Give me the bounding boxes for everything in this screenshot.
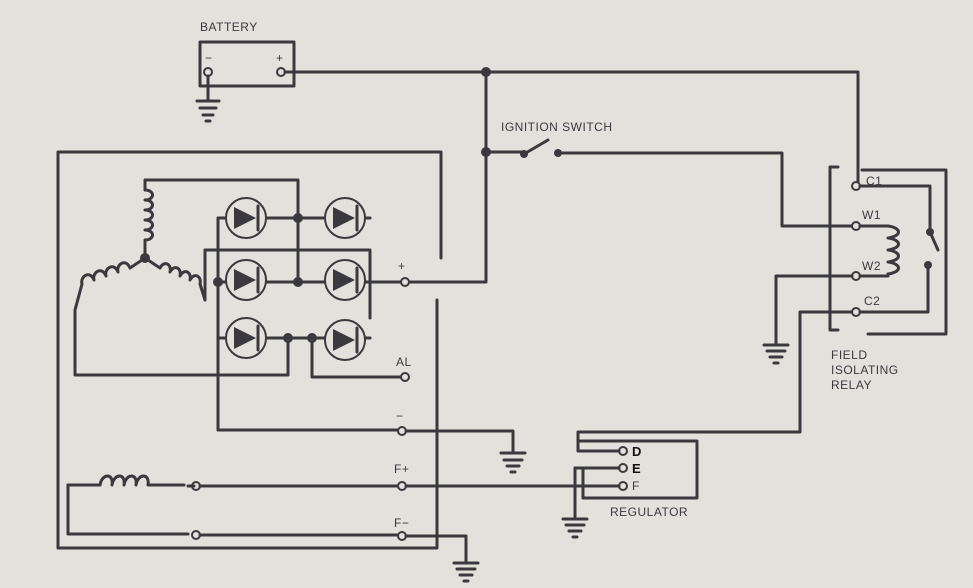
f-plus-label: F+ [394, 462, 409, 476]
relay-c2-label: C2 [864, 294, 880, 308]
diode-2 [324, 197, 366, 239]
alternator-output-wire [407, 150, 488, 284]
battery-label: BATTERY [200, 20, 258, 34]
ground-icon [499, 451, 527, 474]
regulator-f-label: F [632, 479, 640, 493]
diode-3 [225, 259, 267, 301]
regulator-d-label: D [632, 444, 641, 459]
ignition-switch-label: IGNITION SWITCH [501, 120, 613, 134]
regulator-e-label: E [632, 461, 641, 476]
relay-w2-label: W2 [862, 259, 881, 273]
negative-ground-wire [404, 429, 515, 454]
diode-5 [225, 317, 267, 359]
battery-minus-label: − [205, 51, 213, 65]
relay-w1-label: W1 [862, 208, 881, 222]
ignition-switch [481, 138, 854, 228]
ground-icon [452, 561, 480, 583]
relay-c1-label: C1 [866, 174, 882, 188]
f-minus-label: F− [394, 516, 409, 530]
field-coil [66, 474, 400, 540]
stator-windings [73, 178, 300, 377]
ground-icon [561, 517, 589, 539]
relay-label-line2: ISOLATING [831, 363, 899, 377]
relay-label-line1: FIELD [831, 348, 868, 362]
regulator-d-wire [576, 310, 854, 443]
diode-bridge [203, 197, 405, 432]
alternator-housing [56, 150, 443, 550]
diode-1 [225, 197, 267, 239]
field-isolating-relay [774, 165, 948, 346]
relay-label-line3: RELAY [831, 378, 872, 392]
battery-positive-wire [283, 70, 860, 187]
diode-6 [324, 319, 366, 361]
diode-4 [324, 259, 366, 301]
negative-terminal-label: − [396, 409, 404, 423]
al-terminal [400, 372, 410, 382]
battery [195, 40, 296, 123]
positive-terminal [400, 277, 410, 287]
f-minus-ground-wire [404, 534, 468, 564]
ground-icon [195, 99, 221, 123]
ground-icon [762, 343, 790, 365]
regulator [568, 439, 699, 520]
al-terminal-label: AL [396, 355, 412, 369]
battery-plus-label: + [276, 51, 284, 65]
positive-terminal-label: + [398, 259, 406, 273]
regulator-label: REGULATOR [610, 505, 688, 519]
